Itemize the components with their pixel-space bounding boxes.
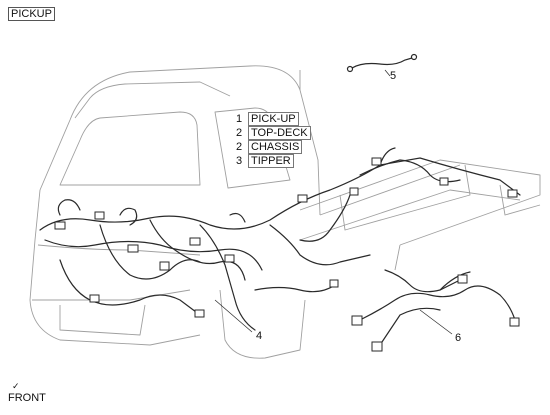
harness-6 (359, 269, 516, 346)
harness-6-connectors (351, 274, 520, 352)
front-indicator: ✓ FRONT (8, 381, 46, 412)
vehicle-outline (29, 65, 541, 359)
legend-row: 1 PICK-UP (236, 112, 299, 126)
legend-num: 3 (236, 155, 243, 167)
front-label: FRONT (8, 392, 46, 404)
legend-num: 1 (236, 113, 243, 125)
legend-label: TIPPER (248, 154, 294, 168)
pickup-tag: PICKUP (8, 7, 55, 21)
legend-label: TOP-DECK (248, 126, 311, 140)
main-harness (39, 147, 521, 331)
leader-lines (214, 69, 453, 335)
callout-5: 5 (390, 70, 397, 82)
check-icon: ✓ (12, 381, 20, 391)
legend-label: CHASSIS (248, 140, 303, 154)
legend-num: 2 (236, 141, 243, 153)
main-harness-connectors (54, 157, 518, 318)
legend-row: 3 TIPPER (236, 154, 294, 168)
legend-label: PICK-UP (248, 112, 299, 126)
callout-4: 4 (256, 330, 263, 342)
legend-row: 2 CHASSIS (236, 140, 303, 154)
legend-row: 2 TOP-DECK (236, 126, 311, 140)
cable-5 (346, 53, 418, 73)
legend-num: 2 (236, 127, 243, 139)
callout-6: 6 (455, 332, 462, 344)
